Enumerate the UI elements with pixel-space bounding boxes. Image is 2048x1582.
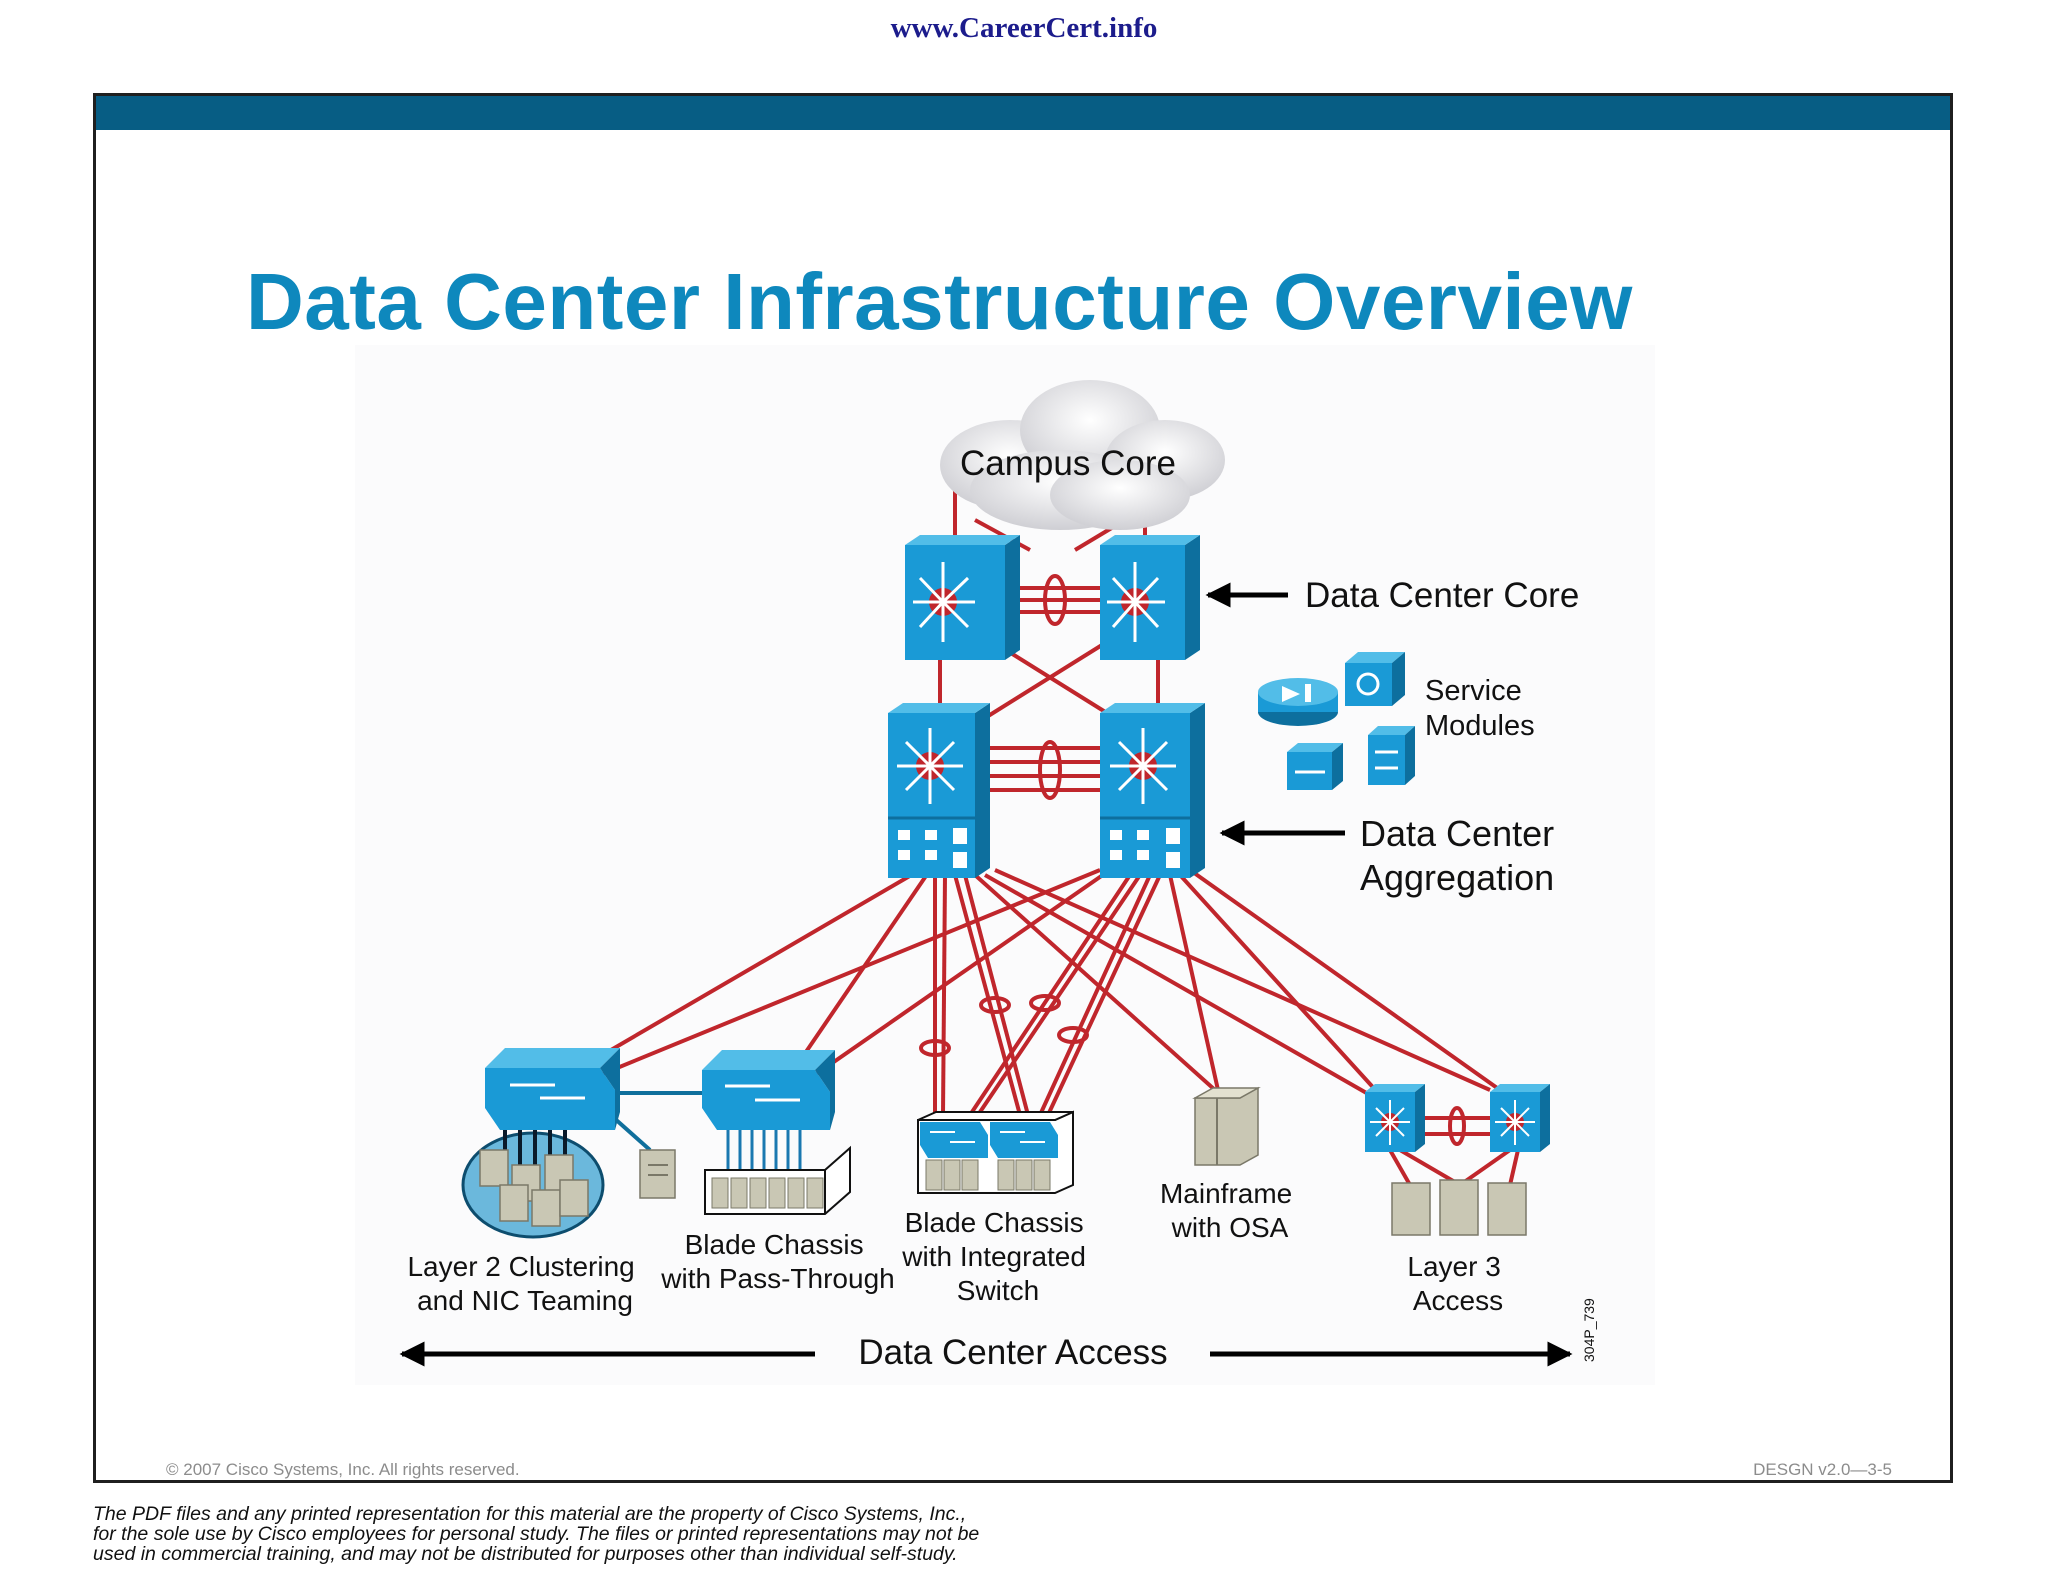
integrated-switch-right (990, 1122, 1058, 1158)
label-layer3-access-line2: Access (1413, 1285, 1503, 1316)
mainframe-icon[interactable] (1192, 1086, 1261, 1166)
layer3-access-servers (1391, 1179, 1527, 1236)
standalone-server (639, 1149, 676, 1199)
label-mainframe-line1: Mainframe (1160, 1178, 1292, 1209)
aggregation-switch-right[interactable] (1100, 703, 1205, 878)
slide-code: DESGN v2.0—3-5 (1753, 1460, 1892, 1479)
slide-header-band (96, 96, 1950, 130)
blade-chassis-integrated-switch[interactable] (917, 1110, 1074, 1194)
service-modules-icons (1258, 652, 1415, 790)
label-blade-integrated-line3: Switch (957, 1275, 1039, 1306)
label-blade-pass-through-line1: Blade Chassis (685, 1229, 864, 1260)
service-modules-label-line2: Modules (1425, 710, 1535, 742)
campus-core-cloud (940, 380, 1225, 530)
ids-module-icon (1368, 726, 1415, 785)
integrated-switch-left (920, 1122, 988, 1158)
site-url[interactable]: www.CareerCert.info (890, 12, 1158, 44)
load-balancer-module-icon (1287, 743, 1343, 790)
firewall-module-icon (1258, 678, 1338, 726)
label-blade-pass-through-line2: with Pass-Through (660, 1263, 894, 1294)
label-layer3-access-line1: Layer 3 (1407, 1251, 1500, 1282)
access-label: Data Center Access (858, 1333, 1167, 1372)
core-label: Data Center Core (1305, 576, 1579, 615)
disclaimer: The PDF files and any printed representa… (93, 1503, 980, 1565)
label-blade-integrated-line2: with Integrated (901, 1241, 1086, 1272)
figure-id: 304P_739 (1581, 1298, 1597, 1362)
aggregation-label-line1: Data Center (1360, 813, 1554, 854)
access-switch-pass-through[interactable] (702, 1050, 835, 1130)
label-layer2-clustering-line2: and NIC Teaming (417, 1285, 633, 1316)
aggregation-label-line2: Aggregation (1360, 857, 1554, 898)
access-switch-l2-clustering[interactable] (485, 1048, 620, 1130)
label-blade-integrated-line1: Blade Chassis (905, 1207, 1084, 1238)
layer3-access-switch-left[interactable] (1365, 1084, 1425, 1152)
slide-title: Data Center Infrastructure Overview (246, 257, 1633, 346)
etherchannel-markers (919, 574, 1466, 1146)
server-cluster (461, 1130, 605, 1239)
blade-chassis-pass-through (704, 1130, 851, 1215)
label-layer3-access: Layer 3 Access (1407, 1251, 1508, 1316)
label-layer2-clustering-line1: Layer 2 Clustering (407, 1251, 634, 1282)
label-mainframe-line2: with OSA (1171, 1212, 1289, 1243)
service-modules-label-line1: Service (1425, 675, 1522, 707)
layer3-access-switch-right[interactable] (1490, 1084, 1550, 1152)
label-mainframe: Mainframe with OSA (1160, 1178, 1300, 1243)
label-blade-pass-through: Blade Chassis with Pass-Through (660, 1229, 894, 1294)
ssl-module-icon (1345, 652, 1405, 706)
aggregation-switch-left[interactable] (888, 703, 990, 878)
core-switch-right[interactable] (1100, 535, 1200, 660)
copyright-notice: © 2007 Cisco Systems, Inc. All rights re… (166, 1460, 520, 1479)
core-switch-left[interactable] (905, 535, 1020, 660)
label-blade-integrated: Blade Chassis with Integrated Switch (901, 1207, 1093, 1306)
campus-core-label: Campus Core (960, 444, 1176, 483)
label-layer2-clustering: Layer 2 Clustering and NIC Teaming (407, 1251, 642, 1316)
